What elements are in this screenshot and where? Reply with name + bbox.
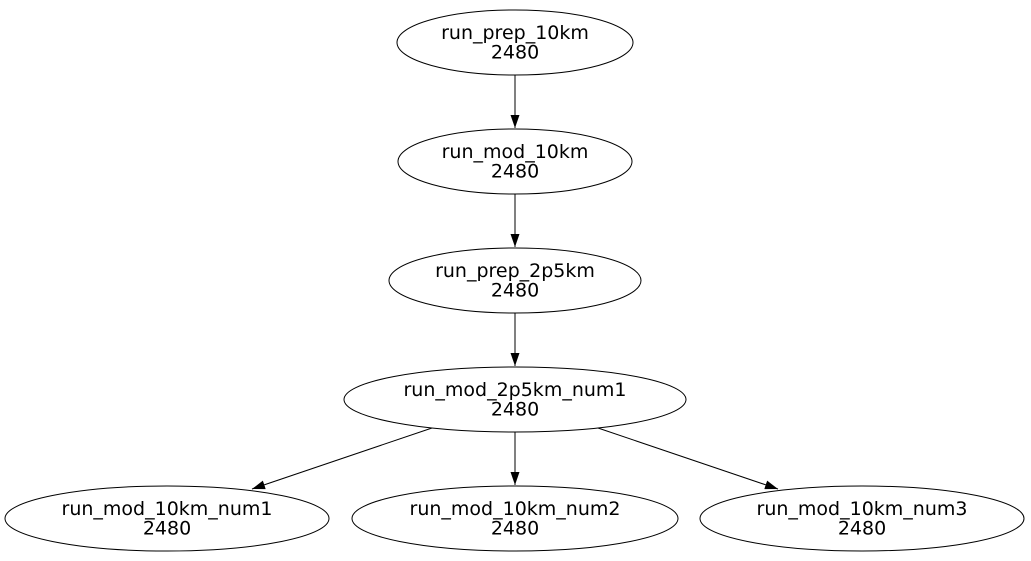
node-label: run_prep_10km: [441, 22, 589, 44]
node-label: run_prep_2p5km: [435, 260, 595, 282]
node-label: run_mod_10km_num3: [757, 498, 968, 520]
edge-line: [251, 427, 433, 490]
edge-run_mod_2p5km_num1-to-run_mod_10km_num1: [251, 427, 433, 490]
node-value: 2480: [838, 518, 886, 540]
node-label: run_mod_2p5km_num1: [403, 379, 626, 401]
node-ellipse: [397, 128, 633, 195]
node-value: 2480: [491, 399, 539, 421]
node-label: run_mod_10km_num2: [410, 498, 621, 520]
node-ellipse: [343, 366, 687, 433]
node-run_mod_10km_num1: run_mod_10km_num1 2480: [4, 485, 330, 552]
edge-run_mod_2p5km_num1-to-run_mod_10km_num3: [597, 427, 779, 490]
node-run_mod_10km_num3: run_mod_10km_num3 2480: [699, 485, 1025, 552]
node-value: 2480: [491, 161, 539, 183]
node-run_prep_2p5km: run_prep_2p5km 2480: [388, 247, 642, 314]
node-run_mod_10km_num2: run_mod_10km_num2 2480: [351, 485, 679, 552]
node-ellipse: [351, 485, 679, 552]
node-value: 2480: [491, 42, 539, 64]
node-value: 2480: [143, 518, 191, 540]
edge-line: [597, 427, 779, 490]
node-ellipse: [396, 9, 634, 76]
node-run_prep_10km: run_prep_10km 2480: [396, 9, 634, 76]
node-run_mod_10km: run_mod_10km 2480: [397, 128, 633, 195]
node-value: 2480: [491, 280, 539, 302]
node-label: run_mod_10km_num1: [62, 498, 273, 520]
node-value: 2480: [491, 518, 539, 540]
node-ellipse: [4, 485, 330, 552]
node-ellipse: [699, 485, 1025, 552]
node-run_mod_2p5km_num1: run_mod_2p5km_num1 2480: [343, 366, 687, 433]
node-label: run_mod_10km: [442, 141, 589, 163]
node-ellipse: [388, 247, 642, 314]
